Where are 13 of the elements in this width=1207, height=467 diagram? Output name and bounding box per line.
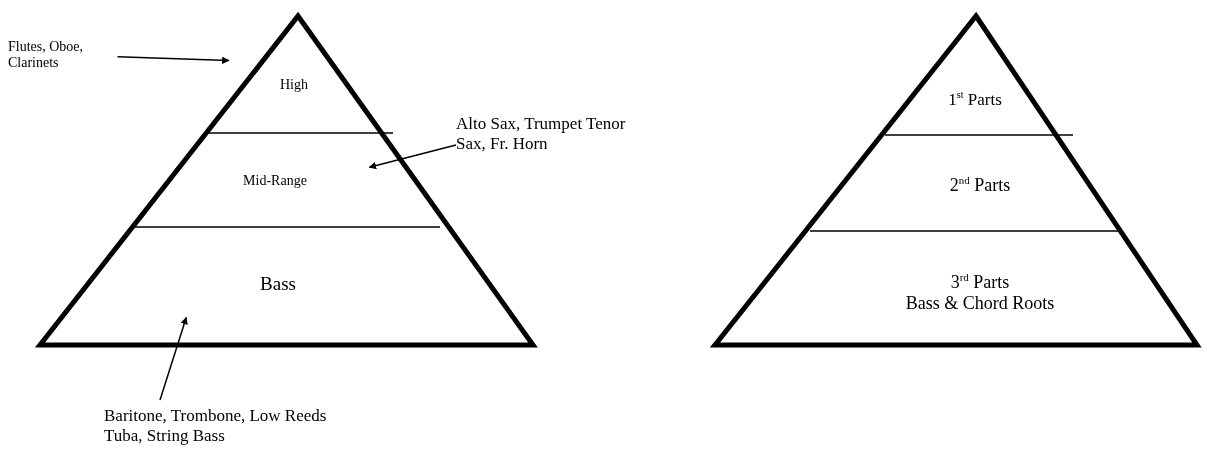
tier-label: 2$^{nd}$ Parts xyxy=(949,174,1011,196)
instrument-note: Flutes, Oboe, Clarinets xyxy=(8,38,85,72)
instrument-note: Alto Sax, Trumpet Tenor Sax, Fr. Horn xyxy=(456,114,627,154)
tier-label: 3$^{rd}$ Parts xyxy=(950,271,1010,293)
tier-label: Bass & Chord Roots xyxy=(905,292,1055,314)
tier-label: Mid-Range xyxy=(243,172,307,190)
tier-label: 1$^{st}$ Parts xyxy=(948,90,1002,110)
arrow xyxy=(159,316,188,401)
instrument-note: Baritone, Trombone, Low Reeds Tuba, String Bass xyxy=(104,406,328,446)
arrow xyxy=(368,144,457,170)
tier-label: Bass xyxy=(260,273,296,295)
tier-label: High xyxy=(280,76,308,94)
arrow xyxy=(116,56,230,65)
